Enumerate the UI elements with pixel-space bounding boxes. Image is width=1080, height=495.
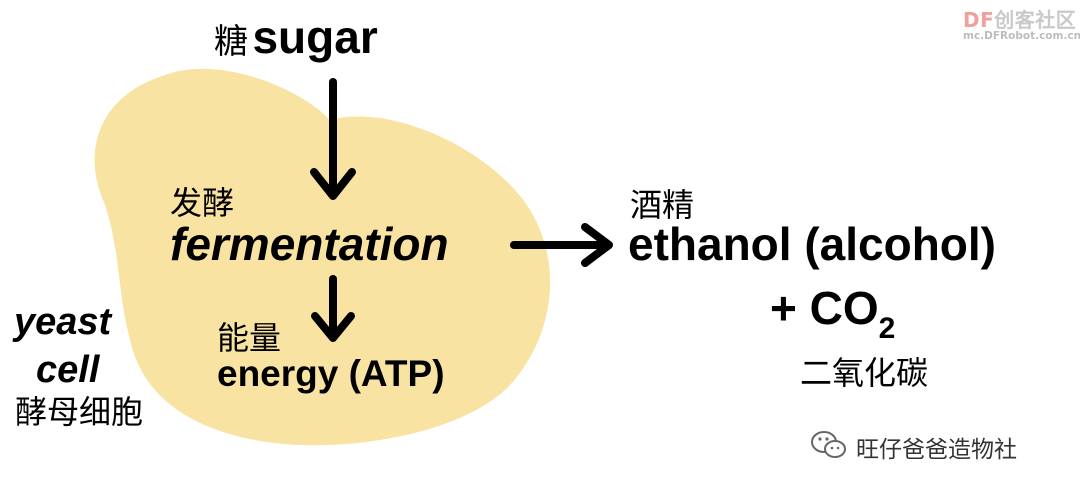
co2-label: + CO2 (770, 282, 896, 345)
fermentation-cn-label: 发酵 (170, 184, 235, 222)
wechat-icon (811, 431, 846, 458)
yeast-cell-body (94, 68, 551, 446)
ethanol-label: ethanol (alcohol) (628, 218, 996, 270)
dfrobot-watermark: DF创客社区 (963, 8, 1077, 32)
yeast-cell-cn-label: 酵母细胞 (15, 393, 144, 431)
dfrobot-url: mc.DFRobot.com.cn (963, 30, 1080, 42)
fermentation-label: fermentation (170, 218, 449, 270)
energy-cn-label: 能量 (217, 319, 282, 357)
co2-cn-label: 二氧化碳 (800, 354, 929, 392)
energy-label: energy (ATP) (217, 353, 445, 394)
wechat-account-label: 旺仔爸爸造物社 (856, 437, 1017, 463)
arrow-sugar-to-fermentation (310, 78, 356, 200)
cell-label: cell (36, 349, 100, 391)
sugar-label: 糖 sugar (214, 11, 378, 63)
ethanol-cn-label: 酒精 (630, 186, 695, 224)
arrow-fermentation-to-energy (311, 275, 355, 342)
arrow-fermentation-to-ethanol (510, 223, 613, 267)
yeast-label: yeast (14, 301, 112, 343)
